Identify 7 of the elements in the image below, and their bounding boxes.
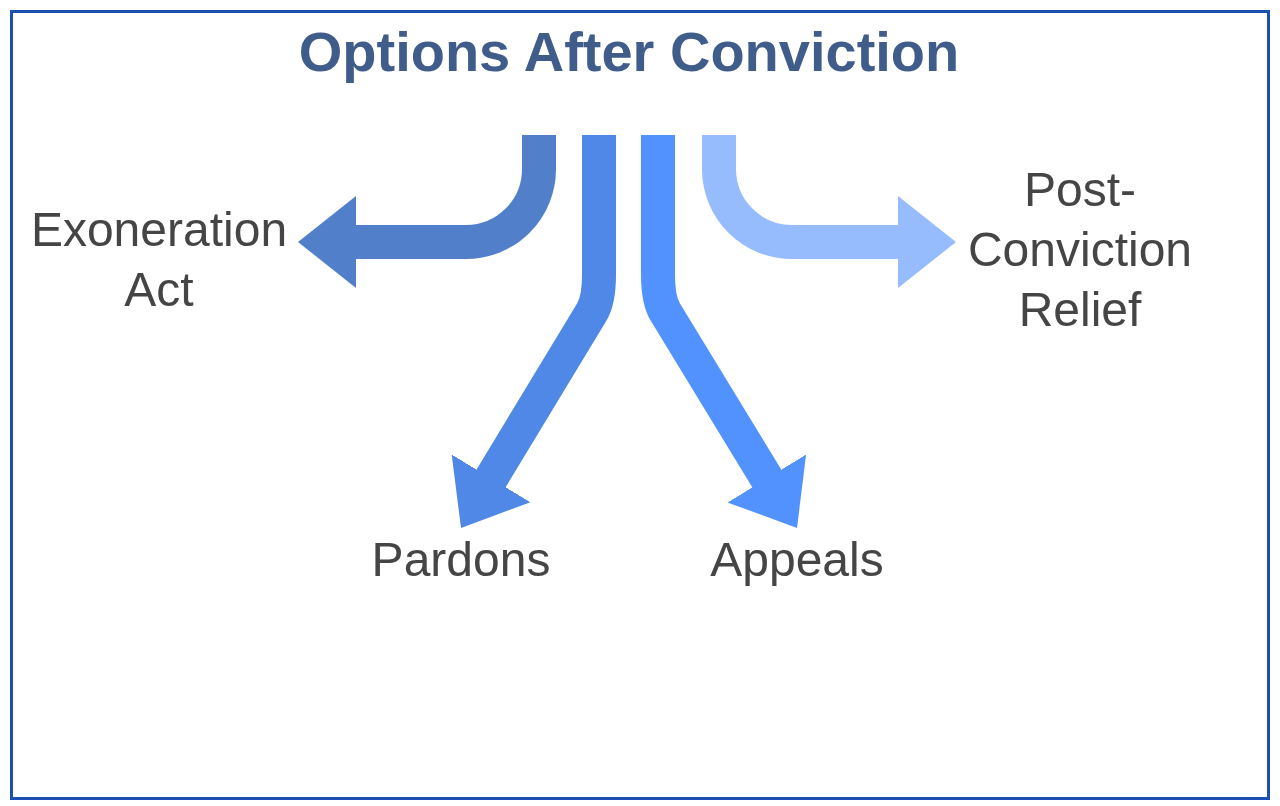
option-label: Exoneration Act	[22, 200, 296, 320]
title: Options After Conviction	[298, 20, 960, 84]
option-label: Post-Conviction Relief	[958, 160, 1202, 340]
option-label: Appeals	[710, 530, 884, 590]
arrow	[298, 135, 556, 288]
option-label: Pardons	[371, 530, 551, 590]
arrow	[702, 135, 956, 288]
